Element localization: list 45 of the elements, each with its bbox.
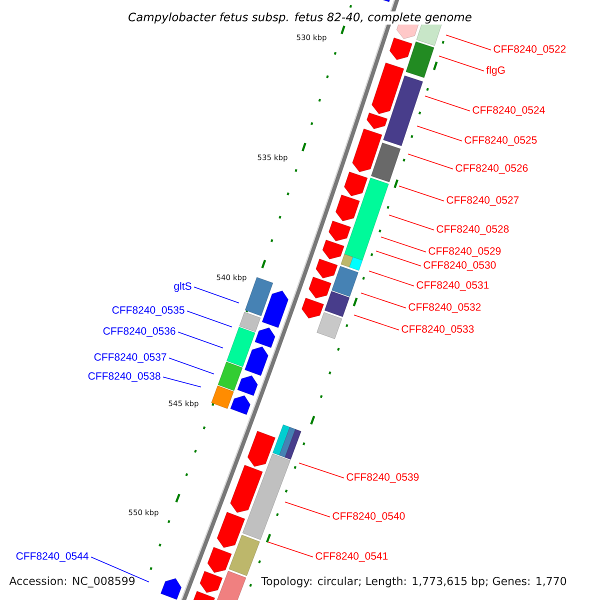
leader-line	[284, 502, 330, 518]
footer-text: Topology: circular; Length: 1,773,615 bp; Genes: 1,770	[261, 576, 566, 588]
leader-line	[446, 34, 492, 50]
leader-line	[388, 214, 434, 230]
leader-line	[268, 542, 314, 558]
gene-label: CFF8240_0532	[408, 303, 481, 313]
footer-text: Accession: NC_008599	[9, 576, 135, 588]
leader-line	[354, 314, 400, 330]
gene-label: CFF8240_0525	[464, 136, 537, 146]
leader-line	[186, 310, 232, 328]
gene-label: CFF8240_0526	[456, 164, 528, 174]
gene-label: CFF8240_0529	[428, 247, 501, 257]
leader-line	[408, 154, 454, 170]
gene-label: gltS	[174, 282, 192, 292]
leader-line	[178, 332, 224, 348]
gene-label: CFF8240_0544	[16, 552, 88, 562]
gene-label: CFF8240_0528	[436, 225, 509, 235]
leader-line	[298, 462, 344, 478]
gene-label: CFF8240_0537	[94, 353, 166, 363]
gene-label: CFF8240_0539	[346, 473, 419, 483]
title: Campylobacter fetus subsp. fetus 82-40, complete genome	[127, 11, 473, 25]
gene-label: CFF8240_0535	[112, 306, 184, 316]
leader-line	[424, 96, 470, 112]
leader-line	[162, 376, 202, 388]
leader-line	[368, 270, 414, 286]
gene-label: CFF8240_0524	[472, 106, 545, 116]
gene-label: CFF8240_0541	[316, 552, 388, 562]
leader-line	[438, 56, 484, 72]
gene-label: CFF8240_0536	[103, 327, 176, 337]
leader-line	[90, 556, 150, 582]
gene-label: CFF8240_0527	[446, 196, 519, 206]
leader-line	[360, 292, 406, 308]
leader-line	[416, 126, 462, 142]
leader-line	[194, 286, 240, 304]
leader-line	[168, 358, 214, 374]
leader-line	[376, 250, 422, 266]
gene-label: CFF8240_0533	[402, 325, 474, 335]
gene-label: CFF8240_0522	[494, 45, 566, 55]
gene-label: flgG	[486, 66, 505, 76]
leader-line	[380, 236, 426, 252]
leader-line	[398, 186, 444, 202]
gene-label: CFF8240_0540	[332, 512, 405, 522]
gene-label: CFF8240_0538	[88, 372, 160, 382]
gene-label: CFF8240_0530	[424, 261, 496, 271]
gene-label: CFF8240_0531	[416, 281, 489, 291]
